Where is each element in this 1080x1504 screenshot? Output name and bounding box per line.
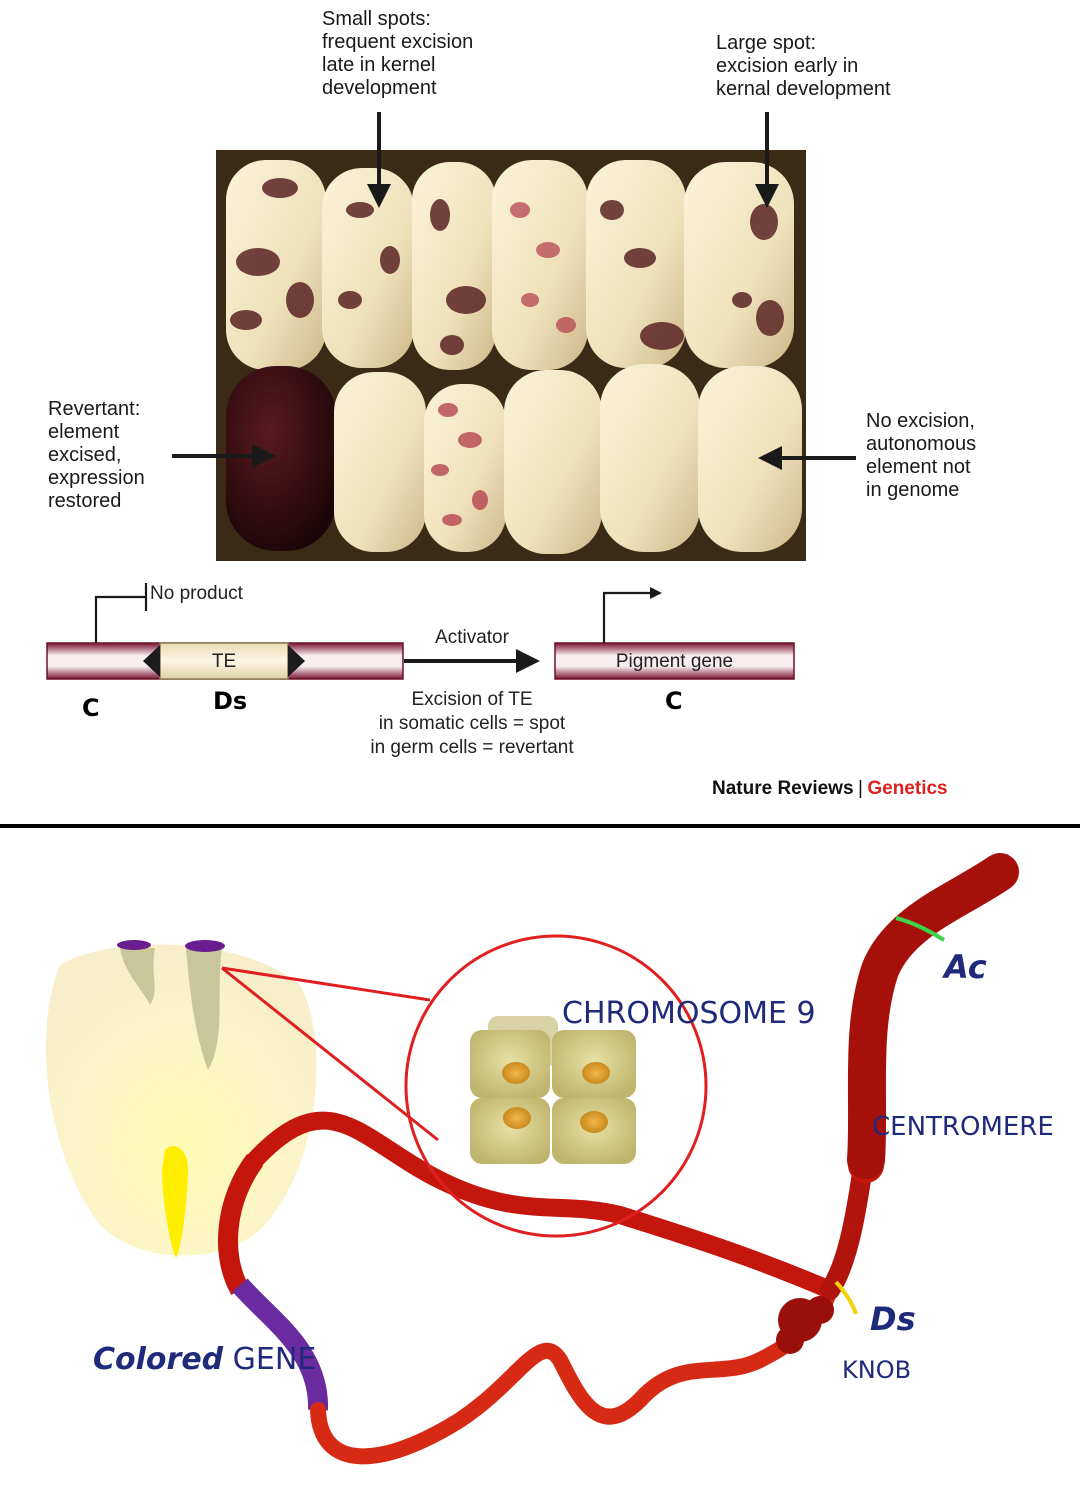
te-label: TE xyxy=(211,651,237,672)
kernel-top-2 xyxy=(322,168,414,368)
no-excision-callout: No excision, autonomous element not in g… xyxy=(866,410,977,501)
knob-label: KNOB xyxy=(842,1356,912,1384)
embryo xyxy=(162,1146,189,1258)
credit-separator: | xyxy=(857,778,863,799)
no-product-label: No product xyxy=(150,583,243,604)
aleurone-cell-right xyxy=(186,948,222,1070)
journal-section: Genetics xyxy=(867,778,948,799)
large-spot-callout: Large spot: excision early in kernal dev… xyxy=(716,32,891,100)
activator-label: Activator xyxy=(435,627,509,648)
nucleus-1 xyxy=(502,1062,530,1084)
te-left-terminal xyxy=(143,645,160,677)
kernel-top-6 xyxy=(684,162,794,368)
zoom-line-top xyxy=(221,966,431,1002)
corn-kernel-photo xyxy=(216,150,806,561)
te-right-terminal xyxy=(288,645,305,677)
revertant-kernel xyxy=(226,366,336,551)
no-excision-kernel xyxy=(698,366,802,552)
te-box xyxy=(159,642,289,680)
cell-3 xyxy=(470,1098,550,1164)
nucleus-3 xyxy=(503,1107,531,1129)
zoom-line-bottom xyxy=(221,966,439,1142)
small-spots-callout: Small spots: frequent excision late in k… xyxy=(322,8,474,99)
pigment-spots xyxy=(230,178,784,355)
centromere-label: CENTROMERE xyxy=(872,1112,1054,1142)
ds-band xyxy=(834,1280,858,1315)
aleurone-cell-left xyxy=(120,948,155,1005)
promoter-arrow xyxy=(602,591,652,643)
left-c-label: C xyxy=(82,694,100,722)
colored-word: Colored xyxy=(93,1342,224,1377)
kernel-top-4 xyxy=(492,160,588,370)
panel-divider xyxy=(0,824,1080,828)
ac-band xyxy=(895,916,946,942)
chromosome-label: CHROMOSOME 9 xyxy=(562,996,816,1031)
pigment-gene-label: Pigment gene xyxy=(615,651,734,672)
chromosome-ribbon xyxy=(218,853,1019,1465)
gene-word: GENE xyxy=(223,1342,317,1377)
maize-kernel-illustration xyxy=(45,940,317,1258)
right-c-label: C xyxy=(665,687,683,715)
kernel-bottom-5 xyxy=(600,364,700,552)
colored-gene-segment xyxy=(232,1278,329,1411)
journal-name: Nature Reviews xyxy=(712,778,854,799)
kernel-bottom-4 xyxy=(504,370,602,554)
kernel-bottom-3 xyxy=(424,384,506,552)
purple-spot-left xyxy=(117,940,151,950)
blocked-promoter-arrow xyxy=(94,595,146,643)
nucleus-4 xyxy=(580,1111,608,1133)
gene-with-te-schematic xyxy=(46,583,404,680)
nucleus-2 xyxy=(582,1062,610,1084)
zoom-circle xyxy=(404,934,708,1238)
colored-gene-label: Colored GENE xyxy=(93,1342,316,1377)
cell-cluster xyxy=(470,1016,636,1164)
ds-bottom-label: Ds xyxy=(870,1300,916,1338)
excision-caption: Excision of TE in somatic cells = spot i… xyxy=(370,689,574,758)
kernel-bottom-2 xyxy=(334,372,426,552)
ds-label: Ds xyxy=(213,687,248,715)
journal-credit: Nature Reviews | Genetics xyxy=(712,778,948,800)
purple-spot-right xyxy=(185,940,225,952)
pigment-gene-schematic xyxy=(554,587,795,680)
ac-label: Ac xyxy=(944,948,987,986)
revertant-callout: Revertant: element excised, expression r… xyxy=(48,398,145,512)
